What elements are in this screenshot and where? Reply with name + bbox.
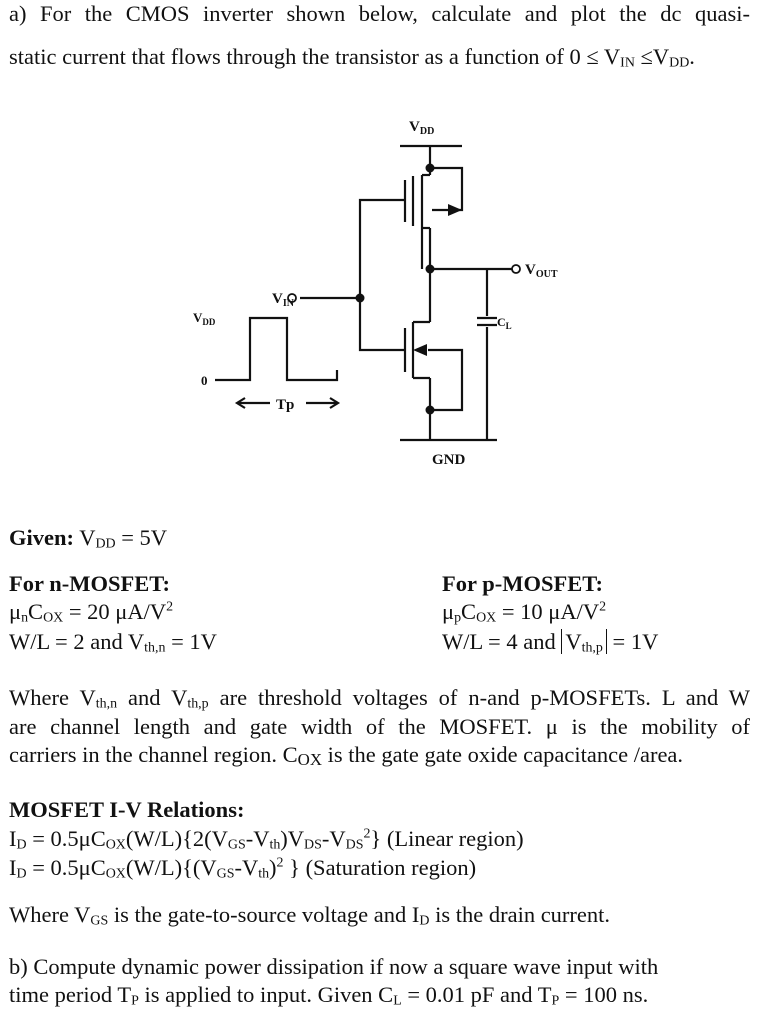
pulse-zero-label: 0 — [201, 373, 208, 388]
part-b-line-2: time period TP is applied to input. Give… — [9, 982, 649, 1009]
gate-wire-top — [358, 198, 405, 298]
gate-wire-bottom — [358, 298, 405, 352]
iv-where: Where VGS is the gate-to-source voltage … — [9, 902, 611, 929]
part-a-line-2: static current that flows through the tr… — [9, 44, 695, 71]
where-line-1: Where Vth,n and Vth,p are threshold volt… — [9, 685, 750, 712]
iv-title: MOSFET I-V Relations: — [9, 797, 245, 822]
vout-terminal — [511, 264, 521, 274]
pmos-title: For p-MOSFET: — [442, 571, 604, 596]
nmos-wl: W/L = 2 and Vth,n = 1V — [9, 629, 217, 656]
abs-value-bars: Vth,p — [561, 629, 607, 655]
tp-label: Tp — [276, 397, 294, 413]
vin-label: VIN — [272, 291, 295, 309]
node-out — [425, 264, 435, 274]
vdd-label: VDD — [409, 119, 434, 137]
pmos-mobility: μpCOX = 10 μA/V2 — [442, 599, 607, 626]
gnd-label: GND — [432, 452, 466, 468]
iv-saturation: ID = 0.5μCOX(W/L){(VGS-Vth)2 } (Saturati… — [9, 855, 477, 882]
nmos-title: For n-MOSFET: — [9, 571, 171, 596]
pulse-vdd-label: VDD — [193, 310, 216, 327]
iv-linear: ID = 0.5μCOX(W/L){2(VGS-Vth)VDS-VDS2} (L… — [9, 826, 524, 853]
where-line-2: are channel length and gate width of the… — [9, 714, 750, 739]
nmos-arrow-icon — [413, 344, 427, 356]
part-b-line-1: b) Compute dynamic power dissipation if … — [9, 954, 659, 979]
node-gate — [355, 293, 365, 303]
pmos-body-wire — [430, 166, 464, 212]
nmos-mobility: μnCOX = 20 μA/V2 — [9, 599, 174, 626]
square-pulse — [215, 316, 339, 382]
where-line-3: carriers in the channel region. COX is t… — [9, 742, 684, 770]
node-gnd — [425, 405, 435, 415]
given-line: Given: VDD = 5V — [9, 525, 168, 552]
nmos-body-wire — [428, 348, 464, 412]
node-vdd — [425, 163, 435, 173]
vout-label: VOUT — [525, 262, 558, 280]
pmos-arrow-icon — [448, 204, 462, 216]
part-a-line-1: a) For the CMOS inverter shown below, ca… — [9, 1, 750, 26]
pmos-wl: W/L = 4 and Vth,p = 1V — [442, 629, 659, 656]
vin-terminal — [287, 293, 297, 303]
cl-label: CL — [497, 315, 512, 331]
cmos-inverter-diagram: VDD VIN VOUT CL GND VDD 0 Tp — [193, 119, 558, 468]
